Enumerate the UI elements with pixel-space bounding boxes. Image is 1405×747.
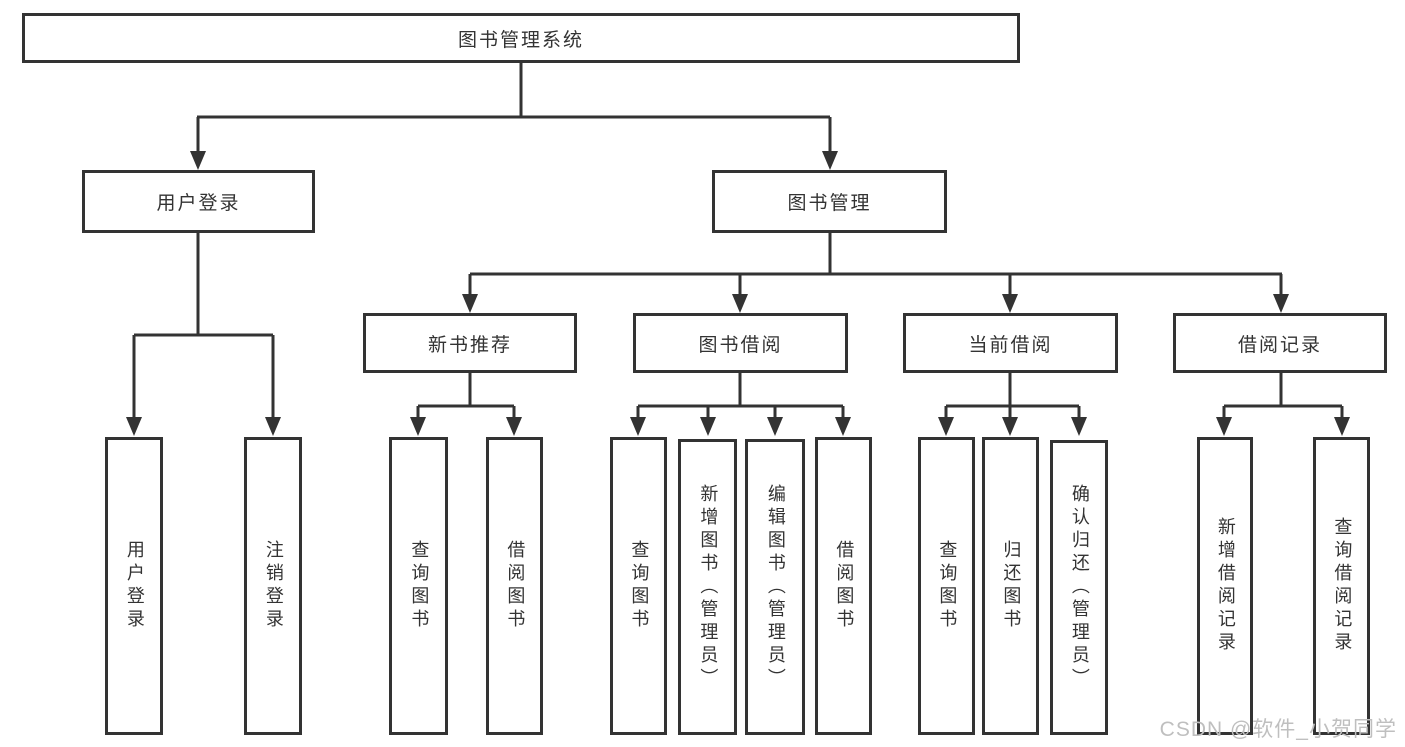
leaf-current-query-books: 查询图书 (918, 437, 975, 735)
leaf-current-confirm-return-admin: 确认归还（管理员） (1050, 440, 1108, 735)
leaf-user-login: 用户登录 (105, 437, 163, 735)
leaf-newbook-query-books: 查询图书 (389, 437, 448, 735)
leaf-borrow-add-books-admin: 新增图书（管理员） (678, 439, 737, 735)
leaf-current-return-books: 归还图书 (982, 437, 1039, 735)
node-current-borrow: 当前借阅 (903, 313, 1118, 373)
leaf-borrow-query-books: 查询图书 (610, 437, 667, 735)
leaf-borrow-edit-books-admin: 编辑图书（管理员） (745, 439, 805, 735)
node-library-management-system: 图书管理系统 (22, 13, 1020, 63)
node-user-login-branch: 用户登录 (82, 170, 315, 233)
leaf-logout: 注销登录 (244, 437, 302, 735)
leaf-record-query: 查询借阅记录 (1313, 437, 1370, 735)
leaf-record-add: 新增借阅记录 (1197, 437, 1253, 735)
csdn-watermark: CSDN @软件_小贺同学 (1159, 718, 1397, 741)
node-book-borrow: 图书借阅 (633, 313, 848, 373)
node-book-management: 图书管理 (712, 170, 947, 233)
node-new-book-recommend: 新书推荐 (363, 313, 577, 373)
leaf-newbook-borrow-books: 借阅图书 (486, 437, 543, 735)
leaf-borrow-borrow-books: 借阅图书 (815, 437, 872, 735)
node-borrow-record: 借阅记录 (1173, 313, 1387, 373)
